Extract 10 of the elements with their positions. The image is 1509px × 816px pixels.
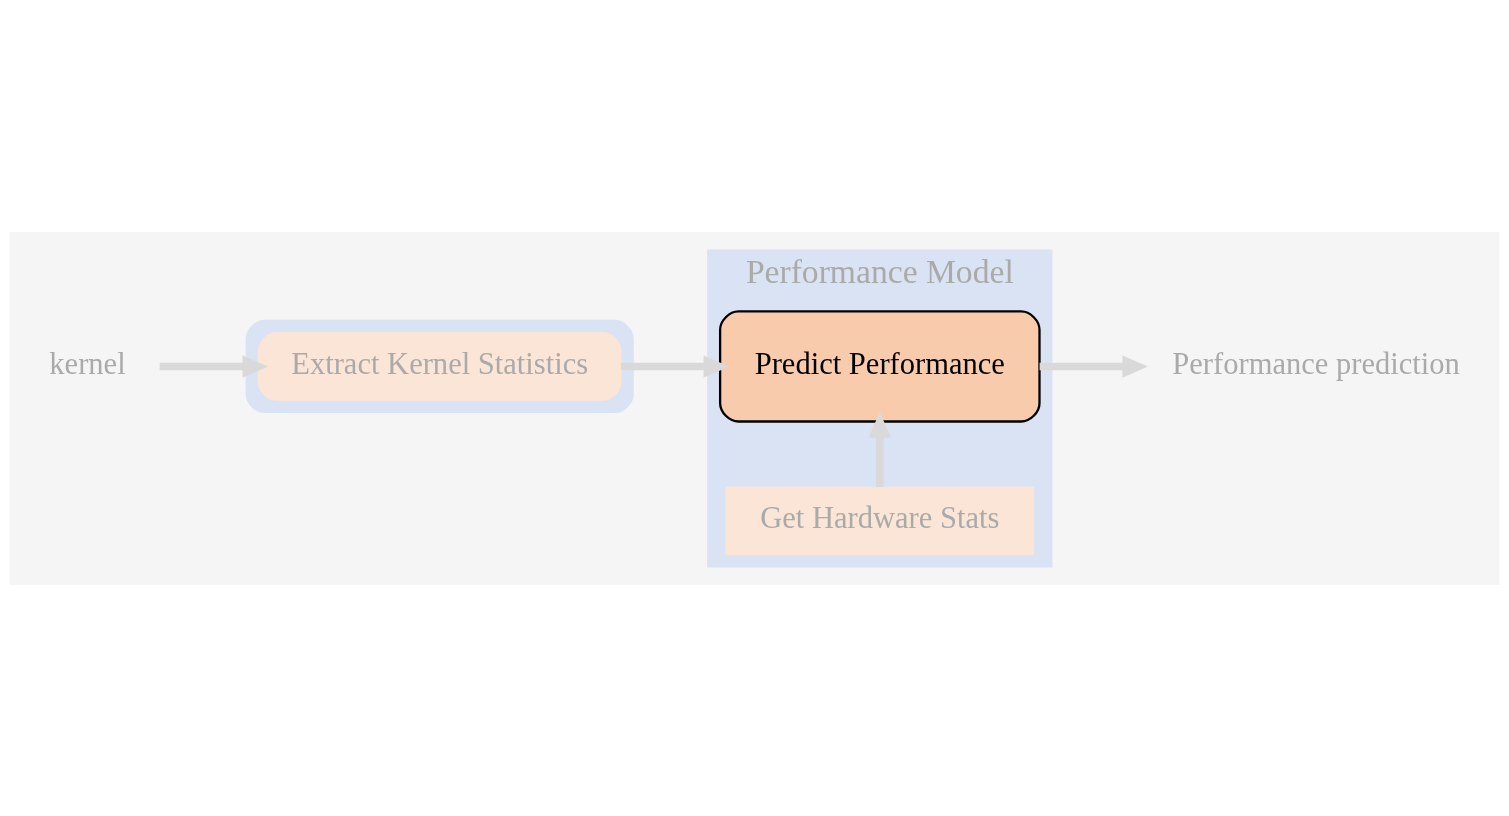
node-box: Predict Performance xyxy=(718,309,1041,423)
node-text: Performance prediction xyxy=(1172,346,1460,381)
arrow xyxy=(1039,354,1148,378)
arrow xyxy=(620,354,730,378)
node-box: Get Hardware Stats xyxy=(725,485,1035,555)
arrow xyxy=(159,354,269,378)
cluster xyxy=(245,319,634,413)
arrow xyxy=(868,411,891,487)
node-text: kernel xyxy=(49,346,126,381)
node-box: Extract Kernel Statistics xyxy=(257,331,622,401)
